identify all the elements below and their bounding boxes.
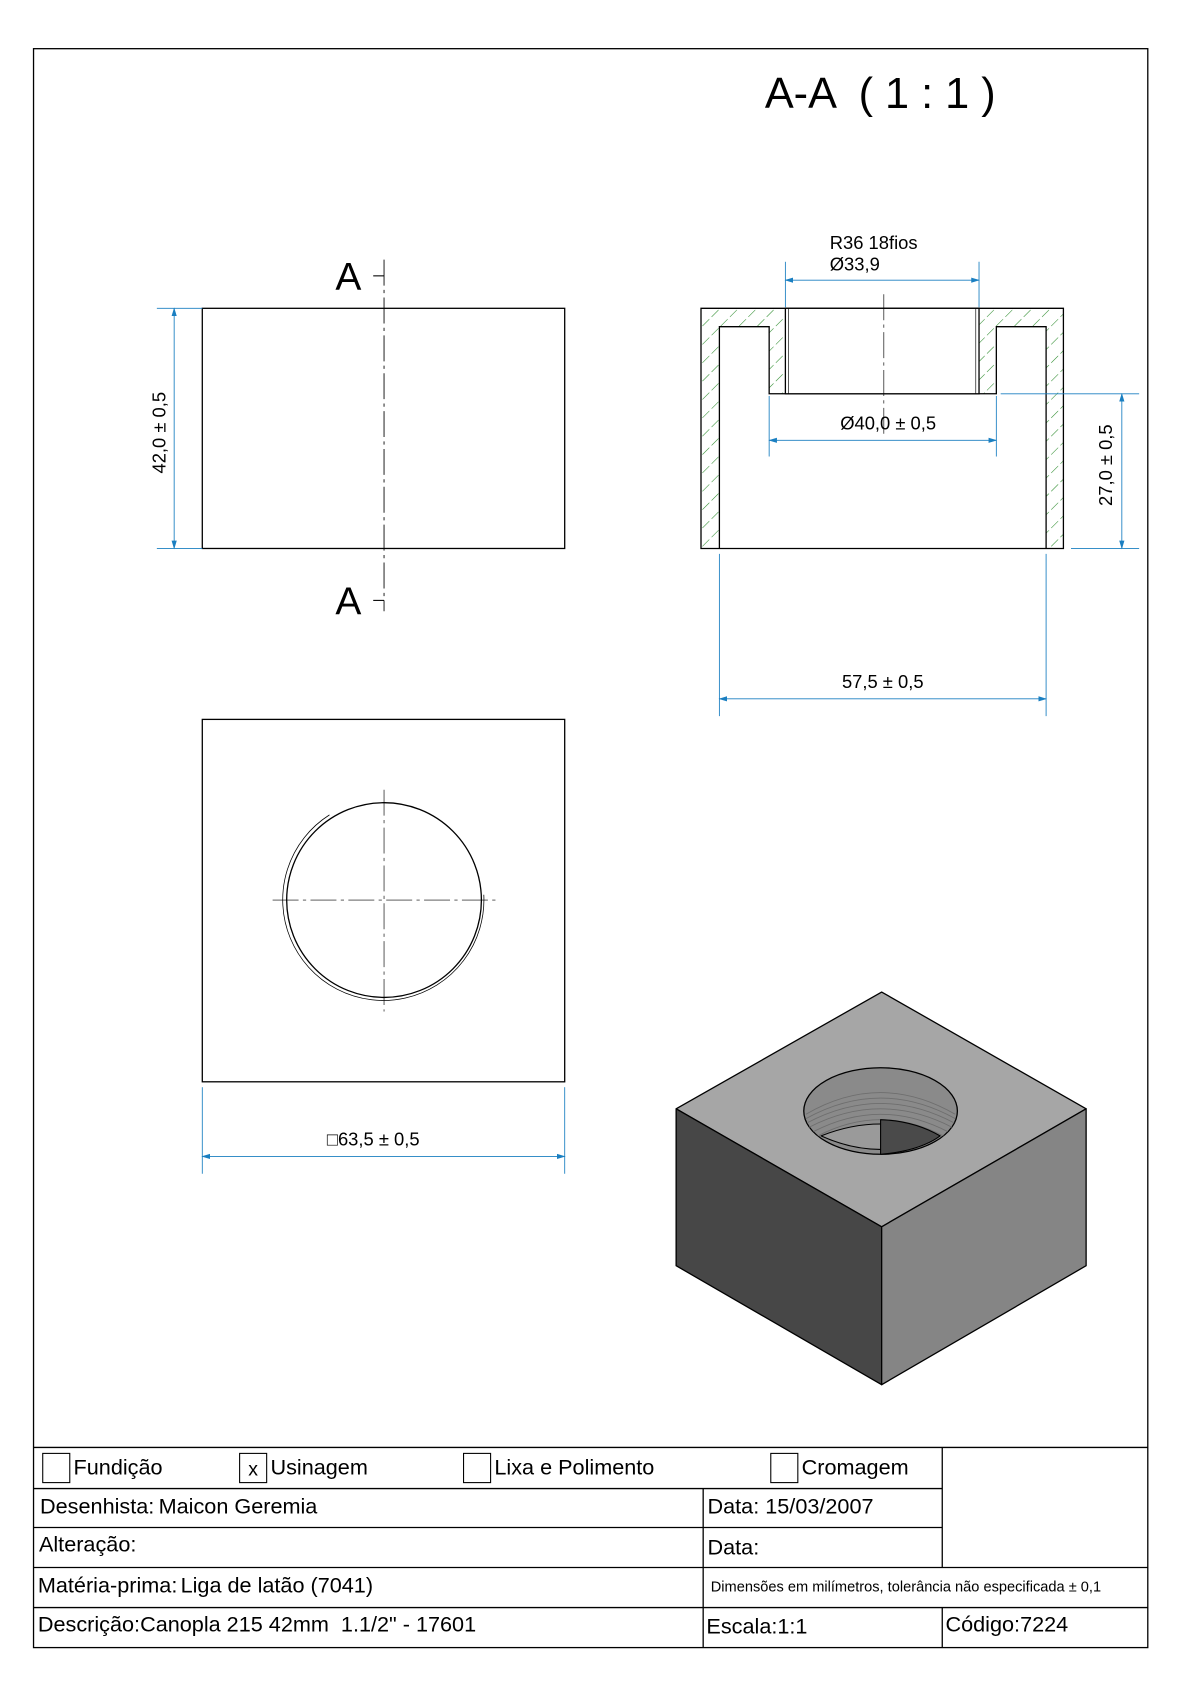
sheet-border [32,48,1149,1649]
height-dimension [156,307,203,550]
thread-spec-text: R36 18fios [830,232,918,253]
material-field: Matéria-prima:Liga de latão (7041) [37,1574,374,1598]
checkbox[interactable] [463,1452,492,1484]
top-view [201,718,566,1083]
process-label: Lixa e Polimento [494,1455,655,1480]
section-title: A-A ( 1 : 1 ) [765,70,996,118]
section-mark-top: A [335,256,361,299]
inner-depth-text: 27,0 ± 0,5 [1095,424,1116,506]
checkbox[interactable]: x [239,1452,268,1484]
process-cromagem[interactable]: Cromagem [770,1452,909,1484]
process-label: Cromagem [801,1455,909,1480]
revision-date-field: Data: [707,1536,760,1560]
units-note: Dimensões em milímetros, tolerância não … [710,1578,1102,1595]
square-dimension-text: □63,5 ± 0,5 [327,1129,420,1150]
isometric-view [675,991,1087,1386]
inner-width-text: 57,5 ± 0,5 [842,671,924,692]
date-field: Data: 15/03/2007 [707,1495,874,1519]
front-view: A A [201,256,566,623]
process-label: Fundição [73,1455,163,1480]
drafter-field: Desenhista:Maicon Geremia [40,1495,318,1519]
thread-diameter-text: Ø33,9 [830,253,880,274]
square-dimension [201,1087,566,1174]
revision-field: Alteração: [38,1532,137,1557]
inner-diameter-text: Ø40,0 ± 0,5 [840,412,936,433]
section-mark-bottom: A [335,580,361,623]
description-field: Descrição:Canopla 215 42mm 1.1/2" - 1760… [37,1612,477,1637]
code-field: Código:7224 [945,1612,1069,1637]
process-label: Usinagem [270,1455,368,1480]
title-block-grid [33,1446,1148,1648]
height-dimension-text: 42,0 ± 0,5 [149,392,170,474]
checkbox[interactable] [770,1452,799,1484]
section-dimensions [718,261,1140,717]
scale-field: Escala:1:1 [706,1615,808,1639]
process-lixa-polimento[interactable]: Lixa e Polimento [463,1452,655,1484]
checkbox[interactable] [42,1452,71,1484]
process-fundicao[interactable]: Fundição [42,1452,163,1484]
section-view [700,294,1065,550]
